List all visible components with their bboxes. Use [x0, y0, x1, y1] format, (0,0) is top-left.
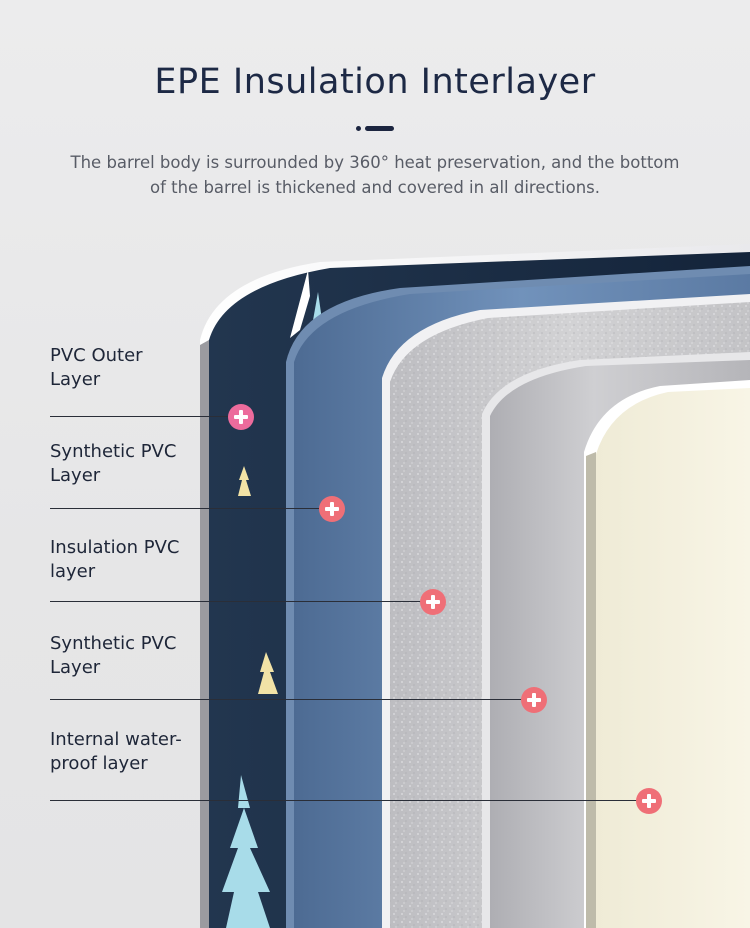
- layer-label-internal-waterproof: Internal water- proof layer: [50, 729, 182, 774]
- divider-dot: [356, 126, 361, 131]
- leader-line-pvc-outer: [50, 416, 242, 417]
- plus-icon[interactable]: [521, 687, 547, 713]
- plus-icon[interactable]: [228, 404, 254, 430]
- layer-label-synthetic-pvc: Synthetic PVC Layer: [50, 441, 177, 486]
- outer-edge: [200, 340, 209, 928]
- tree-decoration-large: [222, 775, 270, 928]
- title-divider: [356, 126, 396, 132]
- page-subtitle: The barrel body is surrounded by 360° he…: [70, 153, 680, 197]
- tree-decoration-small: [258, 652, 278, 694]
- tree-decoration-tiny: [238, 466, 251, 496]
- page-title: EPE Insulation Interlayer: [154, 62, 596, 102]
- leader-line-synthetic-pvc-inner: [50, 699, 524, 700]
- leader-line-synthetic-pvc: [50, 508, 322, 509]
- tree-decoration-top: [290, 270, 310, 338]
- plus-icon[interactable]: [319, 496, 345, 522]
- layer-label-synthetic-pvc-inner: Synthetic PVC Layer: [50, 633, 177, 678]
- plus-icon[interactable]: [636, 788, 662, 814]
- leader-line-internal-waterproof: [50, 800, 638, 801]
- layer-label-insulation-pvc: Insulation PVC layer: [50, 537, 180, 582]
- layer-label-pvc-outer: PVC Outer Layer: [50, 345, 143, 390]
- plus-icon[interactable]: [420, 589, 446, 615]
- leader-line-insulation-pvc: [50, 601, 422, 602]
- internal-waterproof-layer: [596, 388, 750, 928]
- divider-bar: [365, 126, 394, 131]
- waterproof-layer-edge: [586, 452, 596, 928]
